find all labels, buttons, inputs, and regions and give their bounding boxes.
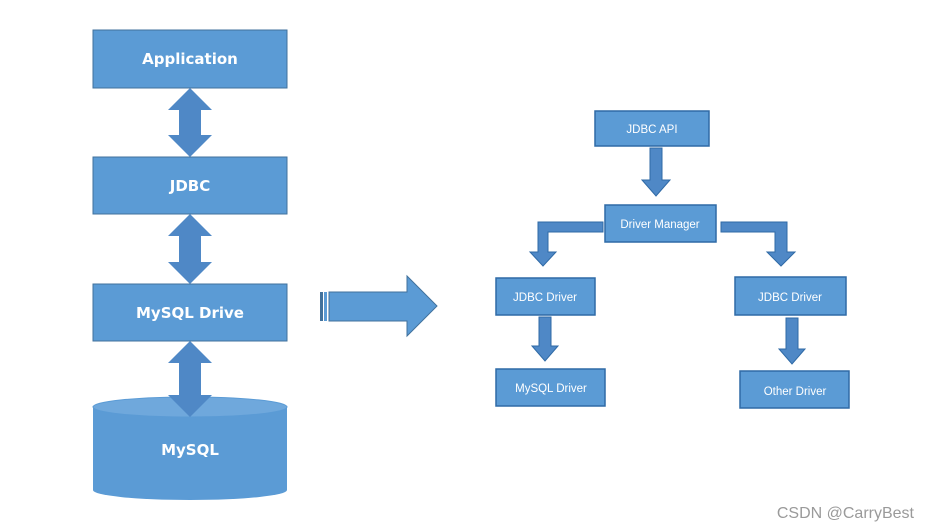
double-arrow-drive-mysql	[168, 341, 212, 417]
mysql-driver-label: MySQL Driver	[515, 383, 587, 395]
arrow-left-driver-to-mysql	[530, 316, 560, 362]
mysql-drive-box	[92, 283, 288, 342]
jdbc-driver-right-label: JDBC Driver	[758, 292, 822, 304]
double-arrow-app-jdbc	[168, 88, 212, 157]
double-arrow-jdbc-drive	[168, 214, 212, 284]
bent-arrow-to-right-driver	[720, 221, 797, 267]
jdbc-api-label: JDBC API	[626, 124, 677, 136]
arrow-right-driver-to-other	[777, 317, 807, 365]
jdbc-driver-right-box	[734, 276, 847, 316]
jdbc-label: JDBC	[169, 177, 210, 195]
jdbc-driver-left-box	[495, 277, 596, 316]
bent-arrow-to-left-driver	[528, 221, 604, 267]
mysql-drive-label: MySQL Drive	[136, 304, 244, 322]
csdn-watermark: CSDN @CarryBest	[776, 505, 914, 522]
other-driver-box	[739, 370, 850, 409]
mysql-driver-box	[495, 368, 606, 407]
jdbc-box	[92, 156, 288, 215]
driver-manager-box	[604, 204, 717, 243]
application-box	[92, 29, 288, 89]
jdbc-driver-left-label: JDBC Driver	[513, 292, 577, 304]
mysql-db-label: MySQL	[161, 441, 219, 459]
driver-manager-label: Driver Manager	[620, 219, 699, 231]
jdbc-api-box	[594, 110, 710, 147]
application-label: Application	[142, 50, 238, 68]
big-right-arrow	[320, 274, 438, 338]
other-driver-label: Other Driver	[764, 386, 827, 398]
arrow-api-to-manager	[640, 147, 672, 197]
